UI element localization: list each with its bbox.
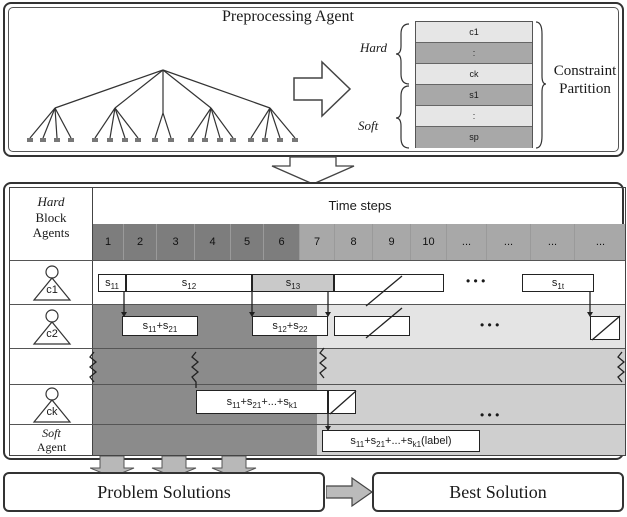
time-step: ... <box>447 224 487 260</box>
hard-label: Hard <box>360 40 387 55</box>
time-step: 6 <box>264 224 300 260</box>
agents-header: Agents <box>32 225 70 240</box>
time-step: ... <box>531 224 575 260</box>
box-s1t: s1t <box>522 274 594 292</box>
block-header: Block <box>35 210 67 225</box>
time-steps-bar: 1 2 3 4 5 6 7 8 9 10 ... ... ... ... <box>93 224 625 260</box>
box-s13: s13 <box>252 274 334 292</box>
partition-braces <box>395 23 410 149</box>
soft-agent-label: Soft Agent <box>36 426 67 454</box>
best-solution-box: Best Solution <box>372 472 624 512</box>
time-step: 1 <box>93 224 124 260</box>
agent-ck: ck <box>30 386 74 424</box>
preprocessing-arrow-icon <box>293 60 352 118</box>
agent-c2: c2 <box>30 308 74 346</box>
partition-cell: sp <box>416 127 532 148</box>
row2-ellipsis: • • • <box>480 318 500 332</box>
row1-ellipsis: • • • <box>466 274 486 288</box>
hard-header: Hard <box>37 194 65 209</box>
time-step: 5 <box>231 224 264 260</box>
agent-icon <box>32 265 72 301</box>
agent-c1: c1 <box>30 264 74 302</box>
best-solution-label: Best Solution <box>449 482 547 502</box>
time-step: 2 <box>124 224 157 260</box>
agent-icon <box>32 309 72 345</box>
down-arrow-icon <box>271 156 355 185</box>
partition-cell: c1 <box>416 22 532 43</box>
box-s12-s22: s12+s22 <box>252 316 328 336</box>
constraint-partition-brace <box>535 21 547 149</box>
constraint-partition-label: Constraint Partition <box>553 63 617 97</box>
time-steps-header: Time steps <box>93 188 625 224</box>
time-steps-label: Time steps <box>328 198 392 213</box>
agent-label: ck <box>46 406 58 418</box>
solution-arrow-icon <box>326 476 374 508</box>
row-divider <box>10 304 625 305</box>
row-divider <box>10 384 625 385</box>
agents-column-header: Hard Block Agents <box>10 188 93 260</box>
problem-solutions-label: Problem Solutions <box>97 482 231 502</box>
box-row2-empty <box>334 316 410 336</box>
box-s12: s12 <box>126 274 252 292</box>
box-rowk-crossed <box>328 390 356 414</box>
time-step: 8 <box>335 224 373 260</box>
row-divider <box>10 260 625 261</box>
time-step: ... <box>487 224 531 260</box>
agent-label: c2 <box>46 328 58 340</box>
time-step: 7 <box>300 224 335 260</box>
bottom-connectors <box>90 456 257 478</box>
time-step: 10 <box>411 224 447 260</box>
preprocessing-panel-inner <box>8 7 619 152</box>
rowk-ellipsis: • • • <box>480 408 500 422</box>
problem-solutions-box: Problem Solutions <box>3 472 325 512</box>
row-divider <box>10 348 625 349</box>
constraint-tree <box>27 69 298 142</box>
partition-cell: ck <box>416 64 532 85</box>
row-divider <box>10 424 625 425</box>
partition-cell: s1 <box>416 85 532 106</box>
time-step: 3 <box>157 224 195 260</box>
constraint-partition-table: c1 : ck s1 : sp <box>415 21 533 148</box>
box-sum-k1: s11+s21+...+sk1 <box>196 390 328 414</box>
box-s11-s21: s11+s21 <box>122 316 198 336</box>
box-sum-k1-label: s11+s21+...+sk1(label) <box>322 430 480 452</box>
preprocessing-agent-title: Preprocessing Agent <box>222 8 354 25</box>
time-step: ... <box>575 224 625 260</box>
agent-icon <box>32 387 72 423</box>
box-row1-empty <box>334 274 444 292</box>
soft-label: Soft <box>358 118 379 133</box>
flow-connectors <box>88 275 625 431</box>
box-s11: s11 <box>98 274 126 292</box>
agent-label: c1 <box>46 284 58 296</box>
partition-cell: : <box>416 43 532 64</box>
time-step: 4 <box>195 224 231 260</box>
time-step: 9 <box>373 224 411 260</box>
partition-cell: : <box>416 106 532 127</box>
block-agents-grid: Time steps 1 2 3 4 5 6 7 8 9 10 ... ... … <box>9 187 626 456</box>
